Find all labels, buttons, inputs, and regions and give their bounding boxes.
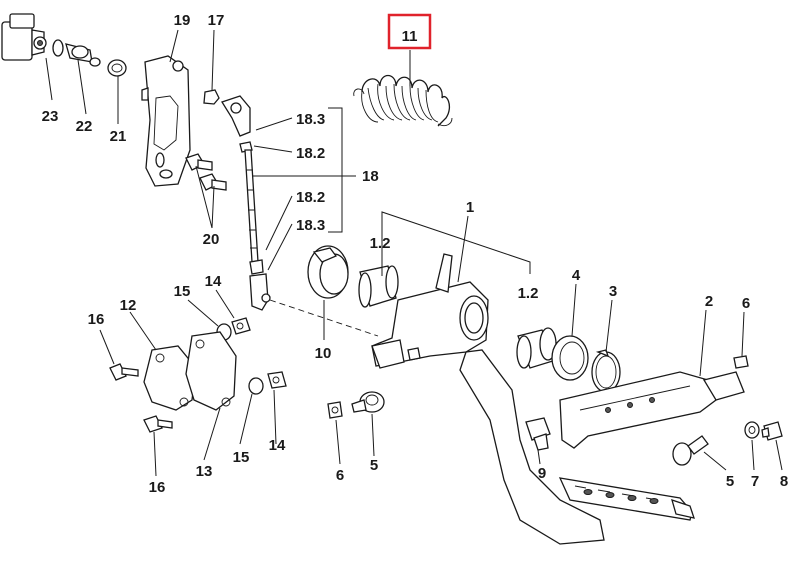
part-18-rod[interactable] <box>221 95 271 311</box>
label-11[interactable]: 11 <box>402 28 418 45</box>
part-22-bushing[interactable] <box>52 39 101 67</box>
part-16-bolt-upper[interactable] <box>109 363 139 381</box>
part-5-bolt-right[interactable] <box>672 435 709 466</box>
label-1[interactable]: 1 <box>466 199 474 216</box>
label-6-right[interactable]: 6 <box>742 295 750 312</box>
part-10-bushing[interactable] <box>307 245 349 299</box>
label-20[interactable]: 20 <box>203 231 220 248</box>
part-23-switch[interactable] <box>1 13 47 61</box>
label-18-3-bottom[interactable]: 18.3 <box>296 217 325 234</box>
label-17[interactable]: 17 <box>208 12 225 29</box>
part-6-nut-left[interactable] <box>327 401 343 419</box>
label-15-top[interactable]: 15 <box>174 283 191 300</box>
label-18-3-top[interactable]: 18.3 <box>296 111 325 128</box>
part-17-nut[interactable] <box>203 89 220 105</box>
part-2-plate[interactable] <box>559 371 745 449</box>
label-9[interactable]: 9 <box>538 465 546 482</box>
label-19[interactable]: 19 <box>174 12 191 29</box>
part-labels: 11 19 17 23 22 21 18.3 18.2 18 18.2 18.3… <box>42 12 789 496</box>
label-14-bottom[interactable]: 14 <box>269 437 286 454</box>
label-2[interactable]: 2 <box>705 293 713 310</box>
part-16-bolt-lower[interactable] <box>143 415 173 433</box>
part-21-cap[interactable] <box>107 59 127 77</box>
part-1-pedal-arm[interactable] <box>371 253 695 545</box>
part-19-bracket[interactable] <box>141 55 191 187</box>
part-14-15-upper[interactable] <box>216 317 251 341</box>
label-10[interactable]: 10 <box>315 345 332 362</box>
label-15-bottom[interactable]: 15 <box>233 449 250 466</box>
label-1-2-right[interactable]: 1.2 <box>518 285 539 302</box>
label-13[interactable]: 13 <box>196 463 213 480</box>
part-5-bolt-left[interactable] <box>351 391 385 413</box>
part-11-spring[interactable] <box>353 74 453 127</box>
part-6-nut-right[interactable] <box>733 355 749 369</box>
part-3-circlip[interactable] <box>591 349 621 393</box>
label-6-bottom[interactable]: 6 <box>336 467 344 484</box>
part-8-bolt[interactable] <box>761 421 783 441</box>
label-5-right[interactable]: 5 <box>726 473 734 490</box>
label-16-top[interactable]: 16 <box>88 311 105 328</box>
part-7-washer[interactable] <box>744 421 760 439</box>
part-1-2-bushing-right[interactable] <box>516 327 557 369</box>
highlight-box-11 <box>387 13 432 50</box>
label-5-left[interactable]: 5 <box>370 457 378 474</box>
label-21[interactable]: 21 <box>110 128 127 145</box>
part-1-2-bushing-left[interactable] <box>358 265 399 308</box>
label-3[interactable]: 3 <box>609 283 617 300</box>
label-18-2-top[interactable]: 18.2 <box>296 145 325 162</box>
label-14-top[interactable]: 14 <box>205 273 222 290</box>
label-16-bottom[interactable]: 16 <box>149 479 166 496</box>
part-4-washer[interactable] <box>551 335 589 381</box>
label-22[interactable]: 22 <box>76 118 93 135</box>
label-12[interactable]: 12 <box>120 297 137 314</box>
part-9-bolt[interactable] <box>525 417 551 451</box>
label-1-2-left[interactable]: 1.2 <box>370 235 391 252</box>
label-7[interactable]: 7 <box>751 473 759 490</box>
label-23[interactable]: 23 <box>42 108 59 125</box>
part-20-bolts[interactable] <box>185 153 227 191</box>
part-14-15-lower[interactable] <box>248 371 287 395</box>
label-4[interactable]: 4 <box>572 267 581 284</box>
part-12-gasket[interactable] <box>143 345 197 411</box>
label-18[interactable]: 18 <box>362 168 379 185</box>
label-18-2-bottom[interactable]: 18.2 <box>296 189 325 206</box>
part-13-plate[interactable] <box>185 331 237 411</box>
leader-lines <box>45 29 783 477</box>
label-8[interactable]: 8 <box>780 473 788 490</box>
